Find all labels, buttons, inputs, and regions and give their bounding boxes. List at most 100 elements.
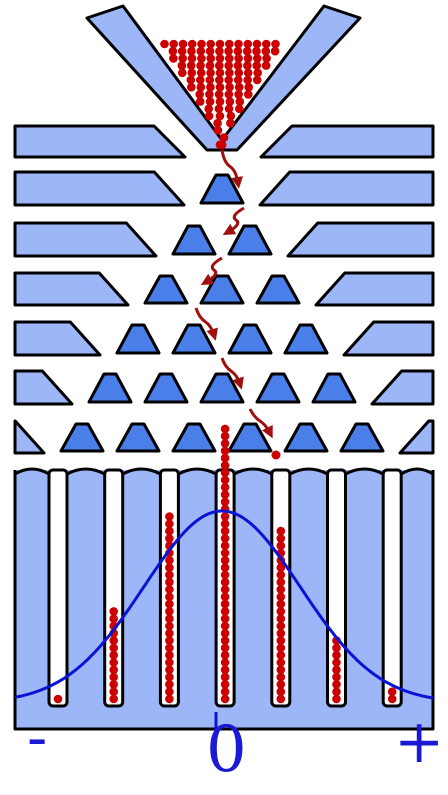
funnel-ball bbox=[215, 75, 224, 85]
ball-path bbox=[194, 149, 285, 500]
normal-curve bbox=[14, 509, 434, 735]
pegs bbox=[59, 173, 385, 453]
stacked-ball bbox=[220, 607, 230, 616]
funnel-ball bbox=[252, 46, 261, 56]
funnel-ball bbox=[178, 68, 187, 78]
deflector-bar-right bbox=[286, 221, 435, 258]
funnel-ball bbox=[196, 82, 206, 92]
funnel-ball bbox=[252, 61, 262, 70]
stacked-ball bbox=[53, 694, 63, 704]
stacked-ball bbox=[332, 680, 341, 689]
funnel-ball bbox=[195, 97, 205, 106]
top-bar-right bbox=[259, 124, 435, 159]
peg bbox=[311, 372, 357, 404]
funnel-ball bbox=[225, 82, 234, 92]
bin-divider-top bbox=[289, 467, 329, 476]
stacked-ball bbox=[165, 570, 174, 580]
stacked-ball bbox=[220, 446, 230, 456]
funnel-ball bbox=[186, 61, 196, 70]
peg bbox=[283, 323, 329, 355]
funnel-ball bbox=[233, 75, 243, 85]
funnel-ball bbox=[214, 90, 224, 99]
stacked-ball bbox=[276, 585, 286, 594]
path-arrow bbox=[220, 149, 243, 189]
funnel-ball bbox=[196, 46, 206, 56]
deflector-bar-left bbox=[13, 271, 130, 307]
peg bbox=[115, 323, 161, 355]
funnel-ball bbox=[205, 75, 215, 85]
stacked-ball bbox=[109, 636, 118, 645]
funnel-ball bbox=[234, 90, 243, 99]
stacked-ball bbox=[109, 687, 118, 696]
bin-slot bbox=[381, 468, 403, 708]
stacked-ball bbox=[220, 519, 230, 529]
path-arrow bbox=[200, 256, 223, 285]
funnel-ball bbox=[234, 82, 244, 92]
funnel-ball bbox=[187, 68, 197, 78]
funnel-ball bbox=[261, 46, 271, 56]
peg bbox=[199, 372, 245, 404]
stacked-ball bbox=[276, 534, 286, 543]
stacked-ball bbox=[276, 687, 286, 696]
funnel-ball bbox=[215, 61, 224, 70]
funnel-ball bbox=[206, 82, 215, 92]
stacked-ball bbox=[165, 680, 174, 689]
deflector-bar-right bbox=[258, 170, 435, 207]
stacked-ball bbox=[220, 490, 230, 499]
stacked-ball bbox=[220, 585, 230, 594]
stacked-ball bbox=[165, 687, 174, 696]
stacked-ball bbox=[276, 526, 286, 536]
stacked-ball bbox=[332, 658, 341, 667]
funnel-ball bbox=[224, 46, 233, 56]
stacked-ball bbox=[220, 526, 230, 536]
stacked-ball bbox=[220, 629, 230, 638]
stacked-ball bbox=[276, 607, 286, 616]
bin-slot bbox=[326, 468, 347, 708]
funnel-ball bbox=[196, 75, 205, 85]
stacked-ball bbox=[276, 541, 286, 550]
deflector-bar-right bbox=[398, 419, 435, 455]
deflector-bar-left bbox=[13, 221, 158, 258]
stacked-ball bbox=[109, 672, 118, 682]
stacked-ball bbox=[220, 563, 230, 572]
funnel-ball bbox=[243, 54, 253, 63]
peg bbox=[171, 323, 217, 355]
bin-divider-top bbox=[14, 467, 50, 476]
stacked-ball bbox=[276, 665, 286, 675]
path-arrow bbox=[222, 206, 245, 235]
bin-divider-top bbox=[233, 467, 273, 476]
funnel-ball bbox=[213, 118, 222, 128]
peg bbox=[255, 372, 301, 404]
stacked-ball bbox=[220, 424, 230, 434]
stacked-ball bbox=[332, 650, 341, 660]
peg bbox=[143, 372, 189, 404]
stacked-ball bbox=[220, 592, 230, 602]
funnel-ball bbox=[178, 39, 188, 49]
funnel-ball bbox=[215, 111, 225, 121]
funnel-ball bbox=[226, 118, 235, 128]
funnel-ball bbox=[243, 61, 252, 70]
funnel-ball bbox=[206, 54, 215, 63]
funnel-ball bbox=[205, 97, 215, 106]
funnel-ball bbox=[169, 39, 178, 49]
funnel-ball bbox=[225, 68, 234, 78]
funnel-ball bbox=[204, 104, 213, 114]
funnel-ball bbox=[252, 39, 262, 49]
positive-label: + bbox=[394, 707, 445, 777]
path-arrow bbox=[220, 357, 244, 390]
stacked-ball bbox=[276, 643, 286, 653]
funnel-ball bbox=[262, 39, 271, 49]
funnel-ball bbox=[214, 104, 224, 114]
stacked-ball bbox=[276, 577, 286, 587]
stacked-ball bbox=[165, 599, 174, 609]
funnel-ball bbox=[206, 39, 215, 49]
stacked-ball bbox=[165, 658, 174, 667]
deflector-bar-left bbox=[13, 320, 102, 357]
funnel-ball bbox=[215, 54, 225, 63]
stacked-ball bbox=[165, 614, 174, 623]
stacked-ball bbox=[276, 672, 286, 682]
peg bbox=[59, 422, 105, 453]
funnel-ball bbox=[187, 46, 196, 56]
stacked-ball bbox=[332, 687, 341, 696]
stacked-ball bbox=[165, 621, 174, 631]
